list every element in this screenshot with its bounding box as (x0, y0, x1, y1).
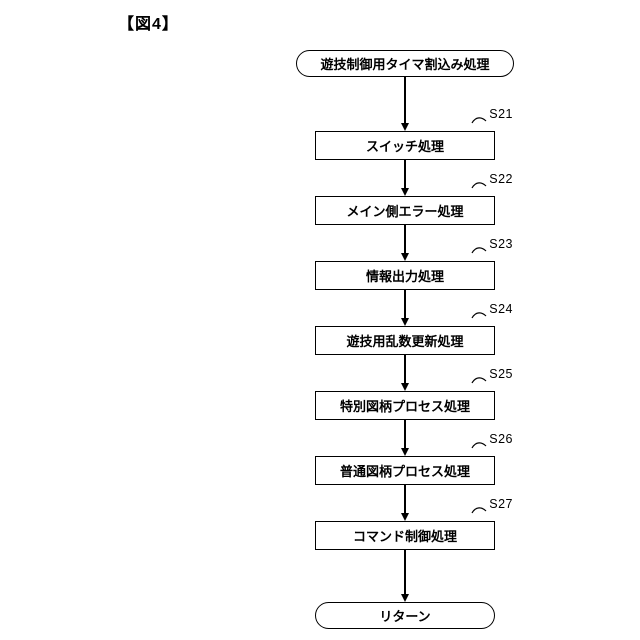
process-box: スイッチ処理 (315, 131, 495, 160)
leader-squiggle-icon (471, 376, 487, 383)
flow-step: S24 遊技用乱数更新処理 (315, 303, 513, 355)
process-box: コマンド制御処理 (315, 521, 495, 550)
leader-squiggle-icon (471, 441, 487, 448)
flow-arrow (399, 290, 411, 326)
flow-arrow (399, 355, 411, 391)
flow-arrow (399, 160, 411, 196)
step-ref-label: S23 (489, 237, 513, 251)
process-box: 遊技用乱数更新処理 (315, 326, 495, 355)
leader-squiggle-icon (471, 246, 487, 253)
flow-arrow (399, 225, 411, 261)
figure-title: 【図4】 (118, 16, 179, 33)
step-ref: S24 (471, 302, 513, 318)
flow-step: S23 情報出力処理 (315, 238, 513, 290)
process-box: 特別図柄プロセス処理 (315, 391, 495, 420)
step-ref-label: S22 (489, 172, 513, 186)
step-ref: S25 (471, 367, 513, 383)
process-box: 普通図柄プロセス処理 (315, 456, 495, 485)
process-box: メイン側エラー処理 (315, 196, 495, 225)
flow-step: S26 普通図柄プロセス処理 (315, 433, 513, 485)
leader-squiggle-icon (471, 116, 487, 123)
step-ref-label: S26 (489, 432, 513, 446)
step-ref: S27 (471, 497, 513, 513)
flow-step: S22 メイン側エラー処理 (315, 173, 513, 225)
start-node: 遊技制御用タイマ割込み処理 (296, 50, 514, 77)
flow-arrow (399, 77, 411, 131)
step-ref: S22 (471, 172, 513, 188)
step-ref-label: S24 (489, 302, 513, 316)
step-ref: S21 (471, 107, 513, 123)
flowchart: 遊技制御用タイマ割込み処理 S21 スイッチ処理 S22 メイン側エラー処理 S… (296, 50, 514, 629)
step-ref: S23 (471, 237, 513, 253)
step-ref-label: S25 (489, 367, 513, 381)
flow-step: S21 スイッチ処理 (315, 108, 513, 160)
end-node: リターン (315, 602, 495, 629)
leader-squiggle-icon (471, 311, 487, 318)
flow-step: S27 コマンド制御処理 (315, 498, 513, 550)
process-box: 情報出力処理 (315, 261, 495, 290)
step-ref: S26 (471, 432, 513, 448)
flow-step: S25 特別図柄プロセス処理 (315, 368, 513, 420)
leader-squiggle-icon (471, 181, 487, 188)
flow-arrow (399, 485, 411, 521)
step-ref-label: S27 (489, 497, 513, 511)
flow-arrow (399, 420, 411, 456)
leader-squiggle-icon (471, 506, 487, 513)
flow-arrow (399, 550, 411, 602)
step-ref-label: S21 (489, 107, 513, 121)
